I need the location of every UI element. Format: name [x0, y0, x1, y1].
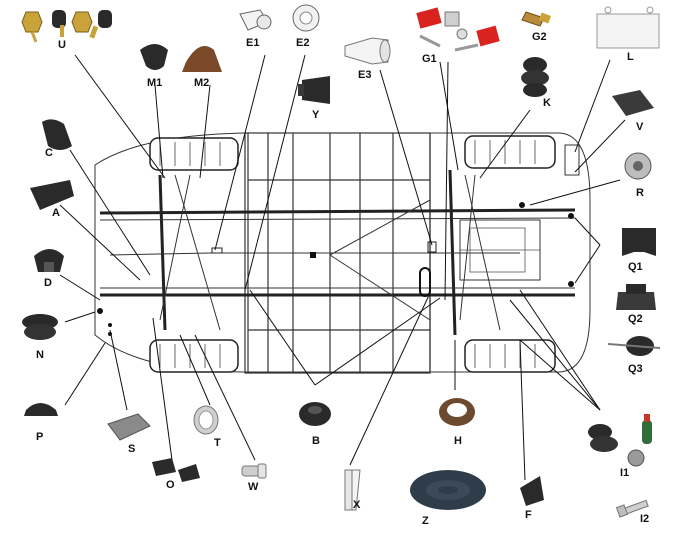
- part-t-image: [193, 405, 219, 435]
- leader-lines: [59, 54, 626, 481]
- part-q2-image: [616, 284, 656, 310]
- part-e2-image: [292, 4, 320, 32]
- part-h-image: [439, 398, 475, 426]
- label-r: R: [636, 187, 644, 199]
- label-n: N: [36, 349, 44, 361]
- label-h: H: [454, 435, 462, 447]
- label-c: C: [45, 147, 53, 159]
- label-l: L: [627, 51, 634, 63]
- part-g1-image: [416, 7, 500, 52]
- part-k-image: [521, 57, 549, 97]
- part-r-image: [624, 152, 652, 180]
- label-z: Z: [422, 515, 429, 527]
- part-i2-image: [615, 499, 649, 518]
- part-w-image: [241, 463, 267, 479]
- part-s-image: [107, 413, 151, 441]
- label-y: Y: [312, 109, 320, 121]
- label-w: W: [248, 481, 259, 493]
- part-f-image: [520, 476, 544, 506]
- label-e2: E2: [296, 37, 309, 49]
- label-x: X: [353, 499, 361, 511]
- part-q3-image: [607, 336, 661, 356]
- part-i1-image: [588, 414, 652, 467]
- part-u-image: [21, 10, 112, 43]
- label-o: O: [166, 479, 175, 491]
- label-p: P: [36, 431, 43, 443]
- label-f: F: [525, 509, 532, 521]
- part-a-image: [30, 180, 74, 210]
- part-d-image: [34, 249, 64, 272]
- label-v: V: [636, 121, 644, 133]
- label-s: S: [128, 443, 135, 455]
- label-m1: M1: [147, 77, 162, 89]
- label-q3: Q3: [628, 363, 643, 375]
- part-z-image: [410, 470, 486, 510]
- label-e3: E3: [358, 69, 371, 81]
- label-a: A: [52, 207, 60, 219]
- part-q1-image: [622, 228, 656, 256]
- label-g2: G2: [532, 31, 547, 43]
- label-u: U: [58, 39, 66, 51]
- label-b: B: [312, 435, 320, 447]
- label-i1: I1: [620, 467, 629, 479]
- label-g1: G1: [422, 53, 437, 65]
- label-k: K: [543, 97, 551, 109]
- chassis-drawing: [94, 132, 591, 374]
- part-c-image: [42, 119, 72, 150]
- labels: U E1 E2 G1 G2 L M1 M2 E3 Y K V C R A D Q…: [36, 31, 649, 527]
- part-g2-image: [521, 11, 552, 27]
- label-i2: I2: [640, 513, 649, 525]
- label-t: T: [214, 437, 221, 449]
- label-d: D: [44, 277, 52, 289]
- part-l-image: [596, 6, 660, 49]
- part-o-image: [152, 458, 200, 482]
- part-p-image: [24, 403, 58, 416]
- label-e1: E1: [246, 37, 259, 49]
- part-v-image: [612, 90, 654, 116]
- label-q2: Q2: [628, 313, 643, 325]
- part-e3-image: [344, 37, 391, 65]
- label-q1: Q1: [628, 261, 643, 273]
- part-y-image: [298, 76, 330, 104]
- part-m2-image: [182, 46, 222, 72]
- part-e1-image: [239, 9, 272, 31]
- part-n-image: [22, 314, 58, 340]
- part-m1-image: [140, 44, 168, 70]
- part-b-image: [299, 402, 331, 426]
- label-m2: M2: [194, 77, 209, 89]
- part-x-image: [344, 469, 361, 511]
